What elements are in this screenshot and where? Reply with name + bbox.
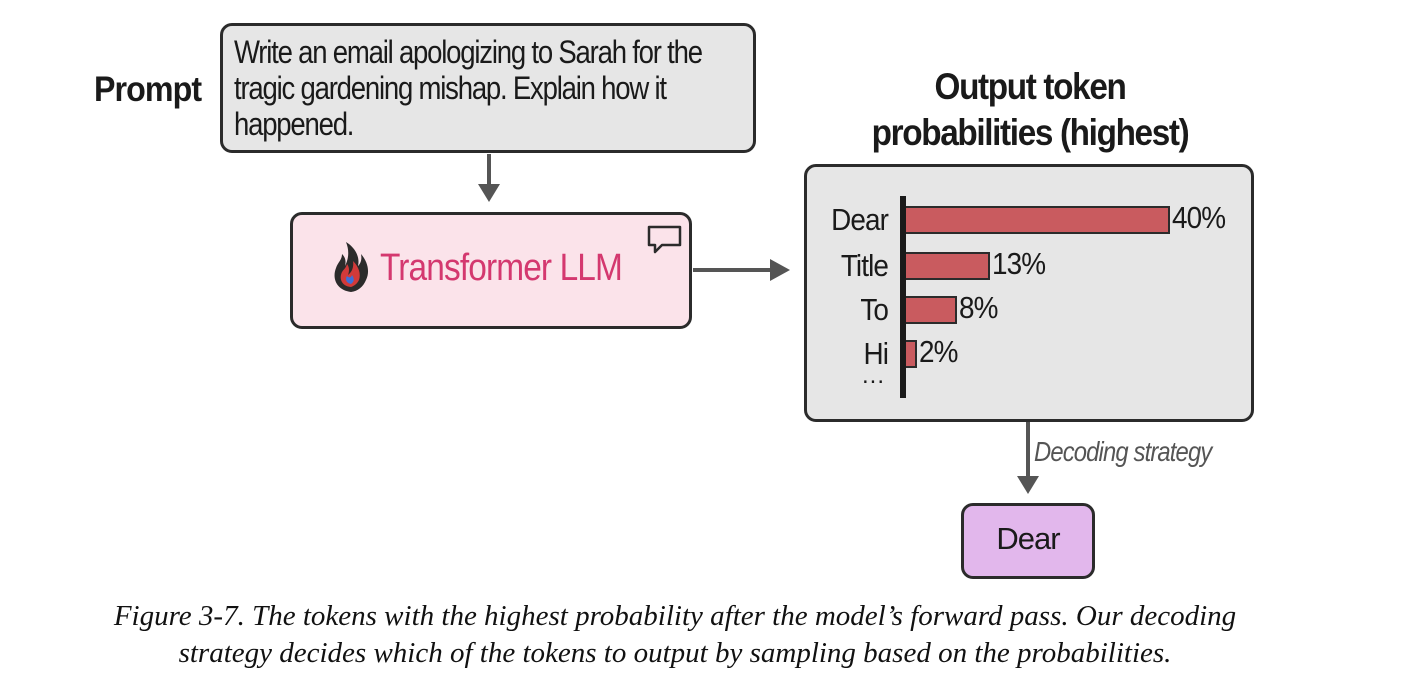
token-label: Dear bbox=[831, 202, 889, 237]
prompt-to-llm-arrow bbox=[478, 154, 500, 202]
prompt-line: tragic gardening mishap. Explain how it bbox=[234, 70, 667, 106]
output-token-label: Dear bbox=[996, 521, 1060, 556]
chat-bubble-icon bbox=[647, 225, 682, 254]
probabilities-title-line: probabilities (highest) bbox=[871, 112, 1190, 153]
more-tokens-ellipsis: ... bbox=[862, 362, 886, 389]
probability-value-label: 8% bbox=[959, 290, 998, 325]
prompt-text: Write an email apologizing to Sarah for … bbox=[234, 34, 716, 142]
probability-value-label: 2% bbox=[919, 334, 958, 369]
probability-bar bbox=[904, 296, 957, 324]
token-label: Hi bbox=[863, 336, 888, 371]
decoding-strategy-label: Decoding strategy bbox=[1034, 436, 1212, 467]
probs-to-output-arrow bbox=[1017, 422, 1039, 494]
probability-value-label: 40% bbox=[1172, 200, 1226, 235]
caption-line: strategy decides which of the tokens to … bbox=[178, 637, 1172, 669]
transformer-llm-label: Transformer LLM bbox=[380, 247, 623, 289]
prompt-label: Prompt bbox=[94, 70, 202, 109]
token-label: Title bbox=[840, 248, 889, 283]
probabilities-box bbox=[804, 164, 1254, 422]
llm-to-probs-arrow bbox=[693, 259, 790, 281]
output-token-box bbox=[961, 503, 1095, 579]
probability-bar bbox=[904, 252, 990, 280]
chart-axis bbox=[900, 196, 906, 398]
probability-value-label: 13% bbox=[992, 246, 1046, 281]
prompt-line: Write an email apologizing to Sarah for … bbox=[234, 34, 703, 70]
probability-bar bbox=[904, 206, 1170, 234]
prompt-line: happened. bbox=[234, 106, 354, 142]
prompt-box bbox=[220, 23, 756, 153]
probabilities-title: Output token probabilities (highest) bbox=[841, 64, 1219, 156]
token-label: To bbox=[860, 292, 889, 327]
flame-logo-icon bbox=[334, 242, 369, 292]
caption-line: Figure 3-7. The tokens with the highest … bbox=[113, 600, 1237, 632]
figure-caption: Figure 3-7. The tokens with the highest … bbox=[0, 598, 1350, 672]
probabilities-title-line: Output token bbox=[934, 66, 1127, 107]
